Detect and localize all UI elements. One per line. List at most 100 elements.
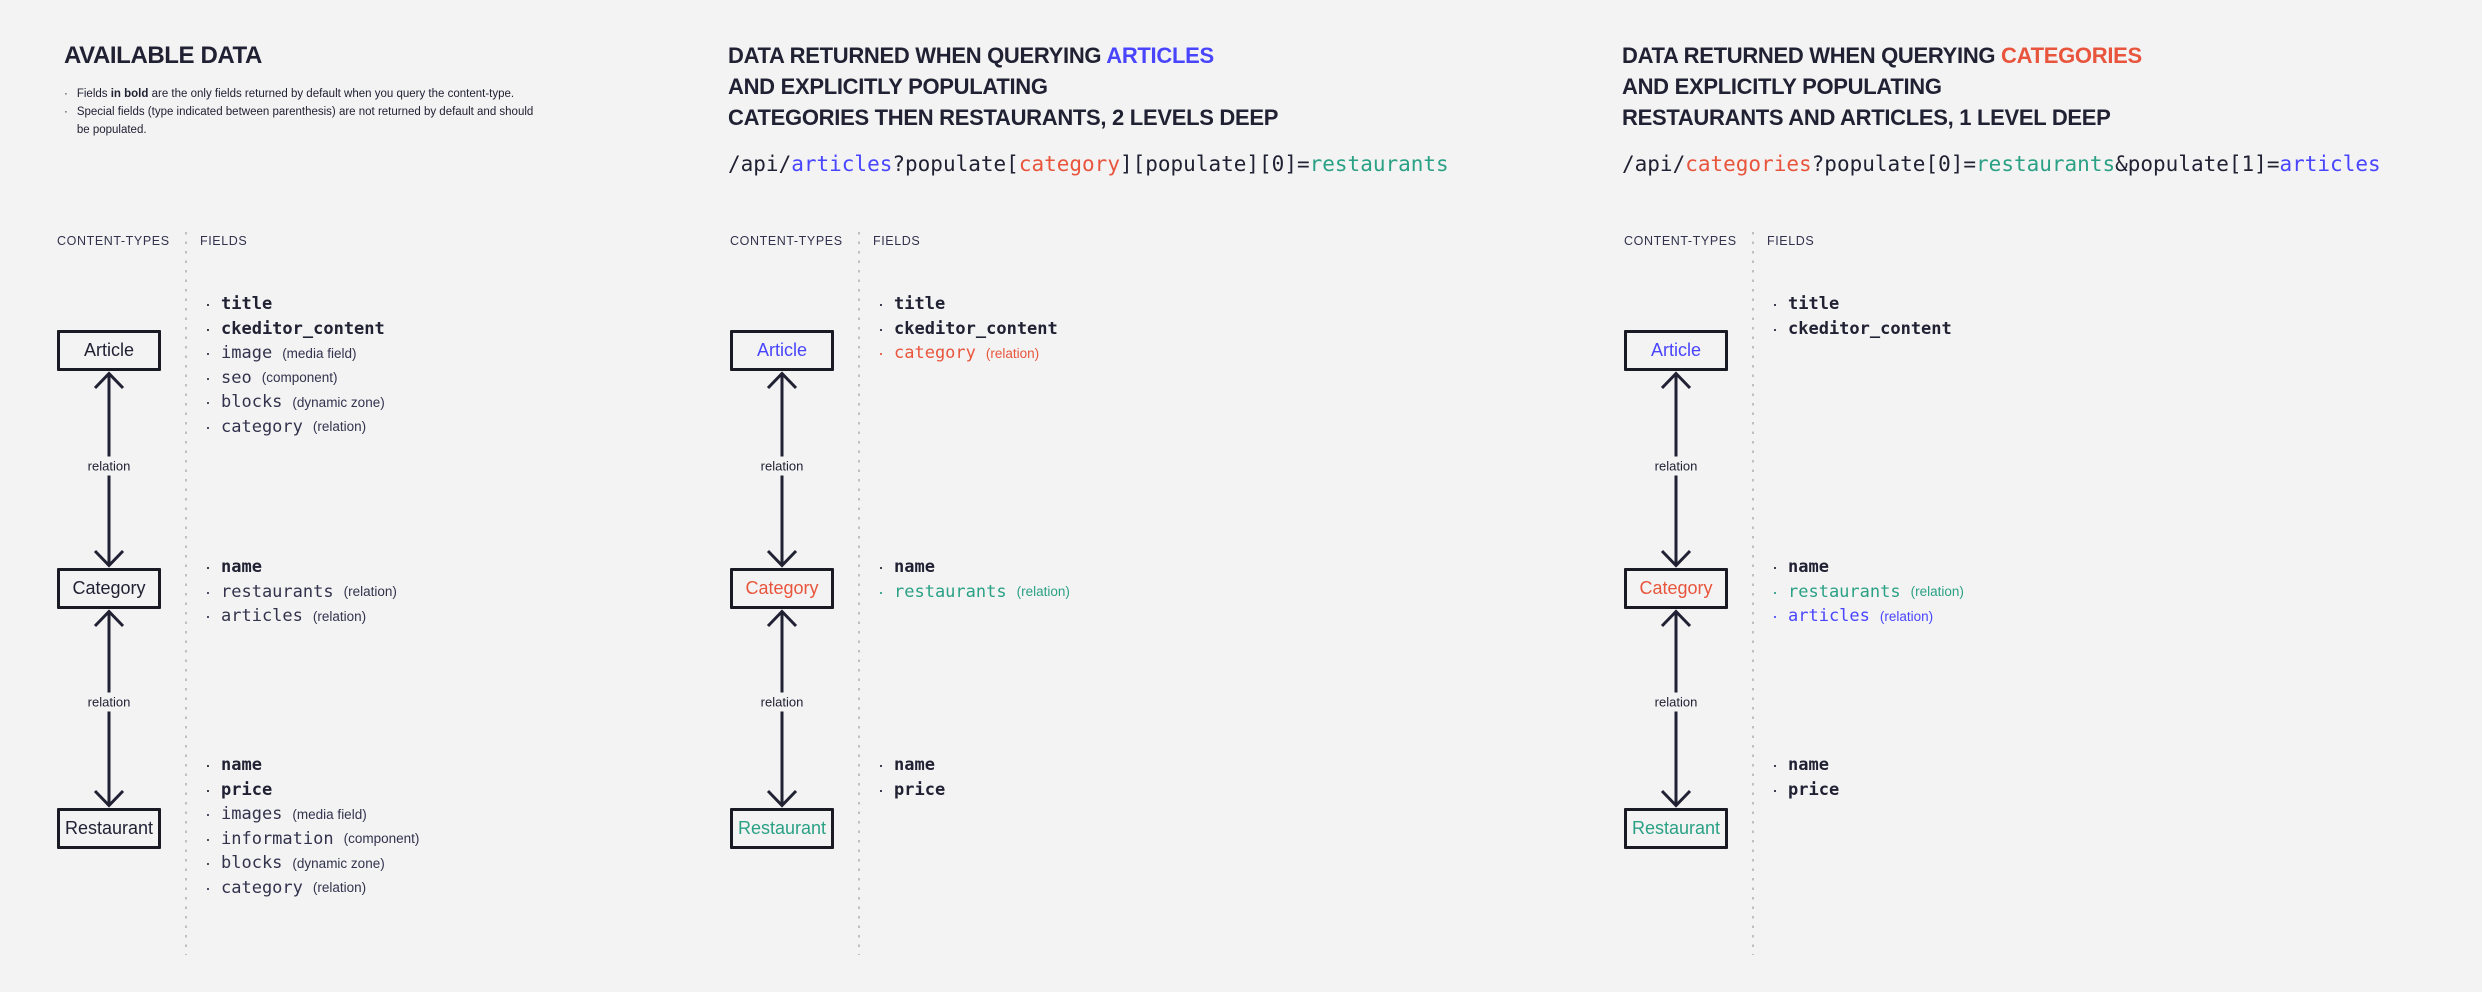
content-type-box-category: Category <box>730 568 834 609</box>
field-bullet: · <box>878 557 884 578</box>
field-bullet: · <box>1772 318 1778 339</box>
field-row: · name <box>878 753 945 778</box>
field-bullet: · <box>205 804 211 825</box>
notes: ·Fields in bold are the only fields retu… <box>64 85 542 139</box>
field-type-annotation: (dynamic zone) <box>292 855 385 871</box>
field-name: category <box>221 877 303 898</box>
field-row: · name <box>1772 555 1964 580</box>
field-name: blocks <box>221 853 283 874</box>
field-name: category <box>221 416 303 437</box>
field-name: ckeditor_content <box>1788 318 1952 339</box>
field-list-restaurant: ·name·price <box>1772 753 1839 802</box>
field-name: restaurants <box>221 581 334 602</box>
column-heading-text: DATA RETURNED WHEN QUERYING <box>728 43 1107 68</box>
field-bullet: · <box>1772 779 1778 800</box>
field-name: price <box>221 779 273 800</box>
field-name: articles <box>221 606 303 627</box>
field-row: ·category(relation) <box>205 415 385 440</box>
page-title-text: AVAILABLE DATA <box>64 42 262 69</box>
api-code-segment: ][populate][0]= <box>1119 152 1310 176</box>
field-bullet: · <box>205 828 211 849</box>
field-row: ·blocks(dynamic zone) <box>205 390 385 415</box>
field-name: name <box>1788 557 1829 578</box>
field-name: price <box>894 779 946 800</box>
content-types-label: CONTENT-TYPES <box>1624 234 1737 248</box>
note-text-part: Fields <box>76 88 111 100</box>
column-heading-line: DATA RETURNED WHEN QUERYING ARTICLES <box>728 40 1278 71</box>
column-heading-text: CATEGORIES <box>2001 43 2142 68</box>
note-bullet: · <box>64 106 68 118</box>
field-name: name <box>221 557 262 578</box>
field-type-annotation: (relation) <box>343 584 397 600</box>
content-type-label: Category <box>745 578 819 598</box>
note-item: ·Special fields (type indicated between … <box>64 103 542 139</box>
field-bullet: · <box>1772 606 1778 627</box>
field-list-article: ·title· ckeditor_content <box>1772 292 1952 341</box>
field-bullet: · <box>205 294 211 315</box>
note-text-part: are the only fields returned by default … <box>148 88 515 100</box>
field-row: · blocks (dynamic zone) <box>205 851 419 876</box>
field-name: image <box>221 343 273 364</box>
field-row: ·name <box>205 555 397 580</box>
column-heading-text: CATEGORIES THEN RESTAURANTS, 2 LEVELS DE… <box>728 105 1279 130</box>
note-bullet: · <box>64 88 68 100</box>
content-type-box-article: Article <box>1624 330 1728 371</box>
field-row: ·price <box>1772 778 1839 803</box>
fields-label: FIELDS <box>1767 234 1815 248</box>
content-type-box-restaurant: Restaurant <box>730 808 834 849</box>
field-bullet: · <box>205 853 211 874</box>
field-row: ·category(relation) <box>205 876 419 901</box>
field-type-annotation: (component) <box>261 370 338 386</box>
field-list-category: ·name·restaurants(relation)·articles(rel… <box>1772 555 1964 629</box>
field-row: ·restaurants(relation) <box>205 580 397 605</box>
column-heading-line: CATEGORIES THEN RESTAURANTS, 2 LEVELS DE… <box>728 102 1278 133</box>
field-bullet: · <box>878 755 884 776</box>
field-row: ·price <box>205 778 419 803</box>
content-type-label: Restaurant <box>64 818 154 838</box>
api-code-segment: category <box>1018 152 1120 176</box>
field-name: blocks <box>221 392 283 413</box>
field-name: seo <box>221 367 252 388</box>
field-bullet: · <box>878 294 884 315</box>
field-type-annotation: (media field) <box>292 806 367 822</box>
field-row: ·title <box>1772 292 1952 317</box>
field-name: name <box>894 557 935 578</box>
field-type-annotation: (relation) <box>1910 584 1964 600</box>
api-code-segment: restaurants <box>1309 152 1449 176</box>
column-heading-line: AND EXPLICITLY POPULATING <box>1622 71 2142 102</box>
field-row: ·name <box>205 753 419 778</box>
column-heading-line: DATA RETURNED WHEN QUERYING CATEGORIES <box>1622 40 2142 71</box>
content-type-box-restaurant: Restaurant <box>57 808 161 849</box>
field-bullet: · <box>205 343 211 364</box>
relation-label: relation <box>82 692 136 712</box>
column-heading-text: RESTAURANTS AND ARTICLES, 1 LEVEL DEEP <box>1622 105 2111 130</box>
field-bullet: · <box>1772 557 1778 578</box>
field-name: category <box>894 343 976 364</box>
api-code-segment: articles <box>2279 152 2381 176</box>
field-type-annotation: (relation) <box>985 345 1040 361</box>
field-list-restaurant: · name· price <box>878 753 945 802</box>
field-bullet: · <box>205 755 211 776</box>
field-list-category: ·name·restaurants(relation)·articles(rel… <box>205 555 397 629</box>
field-list-restaurant: ·name·price·images(media field)·informat… <box>205 753 419 900</box>
field-name: name <box>894 755 935 776</box>
api-code-segment: /api/ <box>1622 152 1686 176</box>
api-code-segment: restaurants <box>1976 152 2116 176</box>
content-type-box-category: Category <box>1624 568 1728 609</box>
field-row: ·ckeditor_content <box>878 317 1058 342</box>
field-name: ckeditor_content <box>221 318 385 339</box>
field-name: restaurants <box>1788 581 1901 602</box>
field-bullet: · <box>205 606 211 627</box>
content-type-box-article: Article <box>57 330 161 371</box>
field-row: ·images(media field) <box>205 802 419 827</box>
api-code: /api/categories?populate[0]=restaurants&… <box>1622 152 2381 176</box>
relation-label: relation <box>82 456 136 476</box>
field-bullet: · <box>1772 294 1778 315</box>
field-row: ·seo(component) <box>205 366 385 391</box>
relation-label: relation <box>755 692 809 712</box>
content-types-label: CONTENT-TYPES <box>730 234 843 248</box>
